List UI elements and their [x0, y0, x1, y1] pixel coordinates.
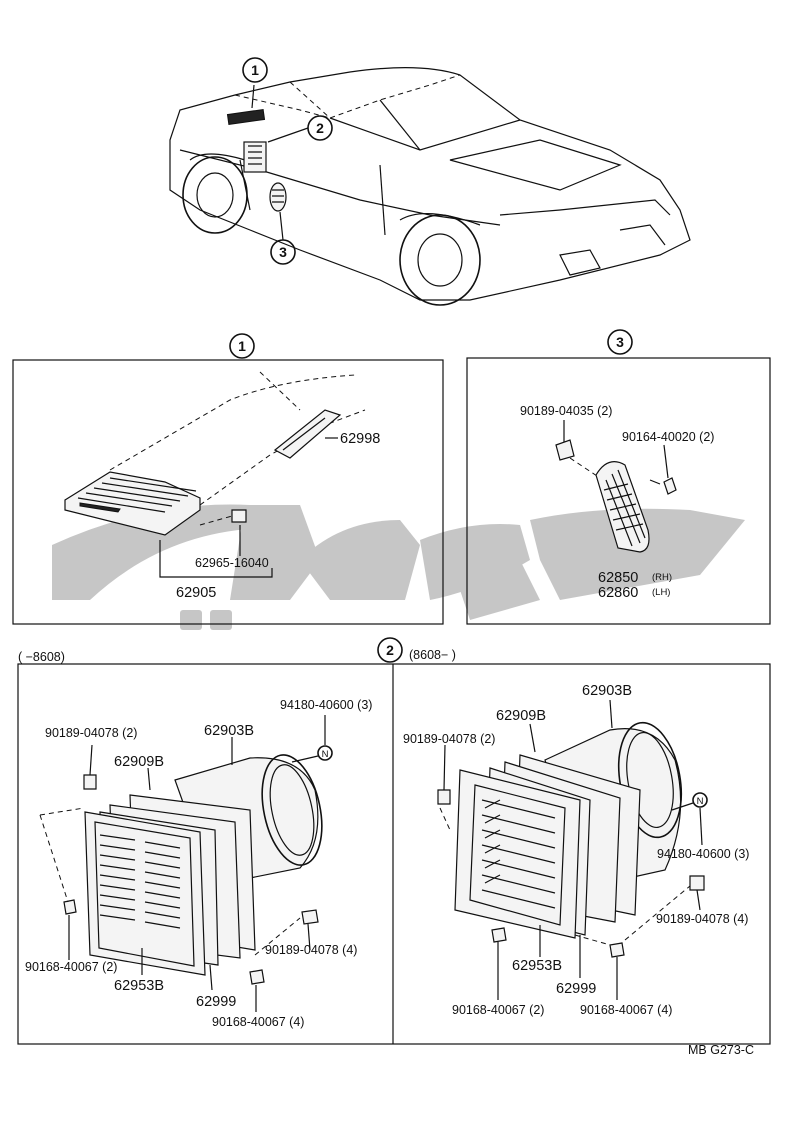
left-part-90189-04078-a: 90189-04078 (2) [45, 726, 137, 740]
svg-text:N: N [322, 749, 329, 760]
callout-1-circle [242, 57, 268, 83]
callout-3-label: 3 [279, 244, 287, 260]
part-90164-40020: 90164-40020 (2) [622, 430, 714, 444]
panel-1-number: 1 [238, 338, 246, 354]
left-part-90168-40067-a: 90168-40067 (2) [25, 960, 117, 974]
watermark-logo [52, 504, 745, 630]
callout-2-circle [307, 115, 333, 141]
part-90189-04035: 90189-04035 (2) [520, 404, 612, 418]
panel-2-left-range: ( −8608) [18, 650, 65, 664]
left-part-62909B: 62909B [114, 754, 164, 770]
left-part-62903B: 62903B [204, 723, 254, 739]
panel-3-frame [466, 357, 771, 625]
part-62860: 62860 [598, 585, 638, 601]
part-62965-16040: 62965-16040 [195, 556, 269, 570]
left-part-90168-40067-b: 90168-40067 (4) [212, 1015, 304, 1029]
panel-2-number: 2 [386, 642, 394, 658]
part-62850-side: (RH) [652, 572, 672, 583]
part-62850: 62850 [598, 570, 638, 586]
left-part-90189-04078-b: 90189-04078 (4) [265, 943, 357, 957]
right-part-90168-40067-b: 90168-40067 (4) [580, 1003, 672, 1017]
right-part-94180-40600: 94180-40600 (3) [657, 847, 749, 861]
right-part-90189-04078-b: 90189-04078 (4) [656, 912, 748, 926]
callout-2-label: 2 [316, 120, 324, 136]
left-part-94180-40600: 94180-40600 (3) [280, 698, 372, 712]
part-62998: 62998 [340, 431, 380, 447]
panel-3-number: 3 [616, 334, 624, 350]
right-part-62999: 62999 [556, 981, 596, 997]
panel-1-frame [12, 359, 444, 625]
car-illustration: 1 2 3 [169, 57, 691, 306]
diagram-code: MB G273-C [688, 1043, 754, 1057]
panel-2-right-range: (8608− ) [409, 648, 456, 662]
right-part-90168-40067-a: 90168-40067 (2) [452, 1003, 544, 1017]
right-part-90189-04078-a: 90189-04078 (2) [403, 732, 495, 746]
right-assembly: N 62903B 62909B 90189-04078 (2) 94180-40… [403, 683, 749, 1017]
panel-3: 3 90189-04035 (2) 90164-40020 (2) 62850 … [466, 329, 771, 625]
left-part-62953B: 62953B [114, 978, 164, 994]
right-part-62903B: 62903B [582, 683, 632, 699]
right-part-62909B: 62909B [496, 708, 546, 724]
part-62905: 62905 [176, 585, 216, 601]
left-assembly: N 94180-40600 (3) 90189-04078 (2) 62903B… [25, 698, 372, 1029]
callout-3-circle [270, 239, 296, 265]
panel-2-frame [17, 663, 771, 1045]
callout-1-label: 1 [251, 62, 259, 78]
panel-2: ( −8608) 2 (8608− ) N [17, 637, 771, 1045]
svg-text:N: N [697, 796, 704, 807]
left-part-62999: 62999 [196, 994, 236, 1010]
panel-1: 1 62998 62965-16040 62905 [12, 333, 444, 625]
part-62860-side: (LH) [652, 587, 670, 598]
right-part-62953B: 62953B [512, 958, 562, 974]
